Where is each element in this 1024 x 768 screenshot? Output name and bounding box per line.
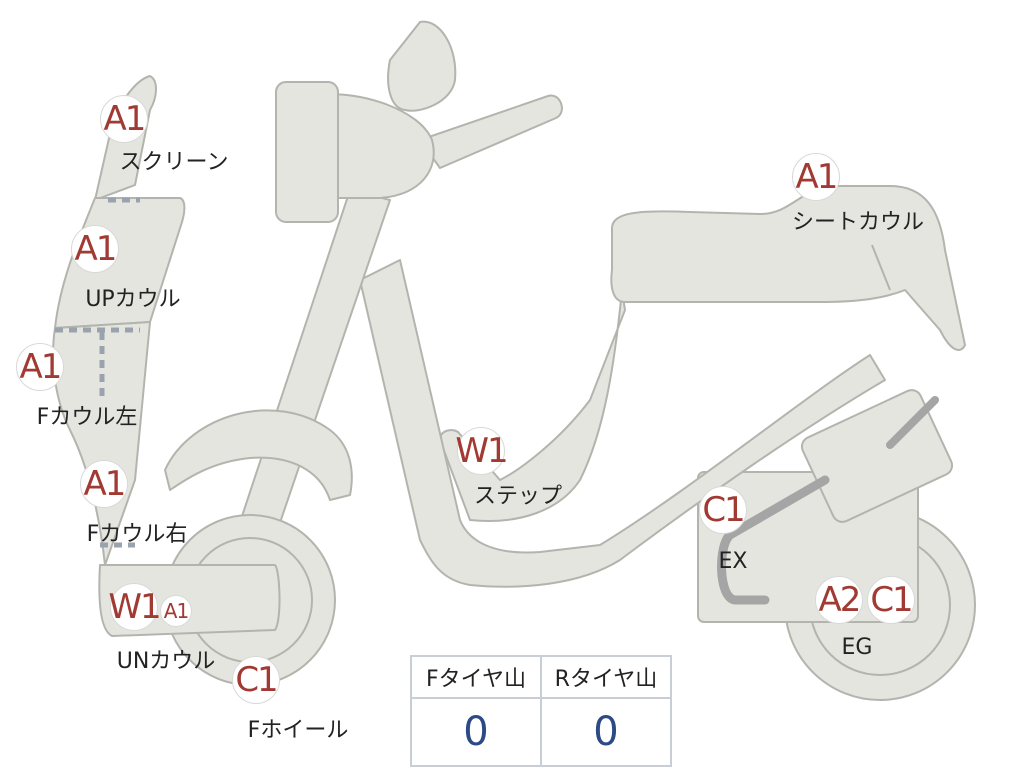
rear-tire-tread-header: Rタイヤ山 [540, 655, 672, 699]
part-label-under-cowl: UNカウル [116, 649, 216, 674]
damage-code-badge: A1 [71, 225, 119, 273]
front-tire-tread-header: Fタイヤ山 [410, 655, 542, 699]
seat-line [871, 244, 891, 291]
rear-tire-tread-value: 0 [540, 697, 672, 767]
damage-code-badge: A2 [815, 576, 863, 624]
damage-code-badge: C1 [867, 576, 915, 624]
part-label-f-wheel: Fホイール [247, 718, 349, 743]
tire-tread-table: Fタイヤ山 Rタイヤ山 0 0 [410, 655, 672, 767]
damage-code-badge: A1 [160, 595, 192, 627]
part-label-engine: EG [841, 635, 873, 660]
part-label-f-cowl-left: Fカウル左 [36, 405, 138, 430]
rear-body [439, 289, 626, 522]
part-label-seat-cowl: シートカウル [791, 210, 925, 235]
damage-code-badge: A1 [100, 95, 148, 143]
damage-code-badge: A1 [16, 343, 64, 391]
mirror [387, 20, 457, 112]
front-fender [164, 409, 353, 501]
damage-code-badge: C1 [699, 486, 747, 534]
floor-frame [359, 259, 886, 588]
part-label-up-cowl: UPカウル [85, 287, 181, 312]
damage-code-badge: W1 [108, 583, 162, 631]
front-tire-tread-value: 0 [410, 697, 542, 767]
damage-code-badge: C1 [232, 656, 280, 704]
muffler-rod [886, 396, 939, 449]
damage-code-badge: A1 [80, 460, 128, 508]
headlight [275, 81, 339, 223]
exhaust-pipe [717, 475, 830, 605]
part-label-f-cowl-right: Fカウル右 [86, 522, 188, 547]
damage-code-badge: A1 [792, 153, 840, 201]
part-label-screen: スクリーン [119, 150, 229, 175]
part-label-exhaust: EX [718, 549, 748, 574]
part-label-step: ステップ [473, 484, 563, 509]
damage-code-badge: W1 [455, 427, 509, 475]
handlebar [419, 94, 563, 169]
seat-cowl-shape [610, 185, 966, 351]
